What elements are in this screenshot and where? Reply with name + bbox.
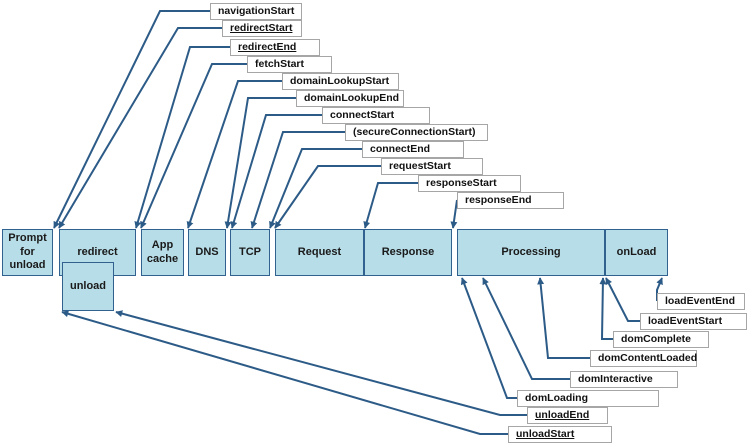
phase-onload: onLoad xyxy=(605,229,668,276)
arrow-navigationStart xyxy=(53,10,210,229)
phase-request: Request xyxy=(275,229,364,276)
phase-tcp: TCP xyxy=(230,229,270,276)
label-load-event-start: loadEventStart xyxy=(640,313,747,330)
arrow-loadEventStart xyxy=(605,277,640,322)
arrow-requestStart xyxy=(274,165,381,229)
arrow-domLoading xyxy=(460,277,517,399)
arrow-redirectStart xyxy=(58,27,222,229)
label-navigation-start: navigationStart xyxy=(210,3,302,20)
arrow-secureConnectionStart xyxy=(250,131,345,229)
arrow-responseStart xyxy=(363,182,418,229)
phase-response: Response xyxy=(364,229,452,276)
label-dom-interactive: domInteractive xyxy=(570,371,678,388)
arrow-fetchStart xyxy=(140,63,247,229)
label-load-event-end: loadEventEnd xyxy=(657,293,745,310)
label-secure-connection-start: (secureConnectionStart) xyxy=(345,124,488,141)
label-request-start: requestStart xyxy=(381,158,483,175)
arrow-connectEnd xyxy=(269,148,362,229)
label-dom-complete: domComplete xyxy=(613,331,709,348)
label-dom-loading: domLoading xyxy=(517,390,659,407)
arrow-domInteractive xyxy=(482,277,570,380)
label-response-end: responseEnd xyxy=(457,192,564,209)
label-unload-start: unloadStart xyxy=(508,426,612,443)
arrow-connectStart xyxy=(230,114,322,229)
arrow-domainLookupEnd xyxy=(224,97,296,229)
arrow-responseEnd xyxy=(450,199,458,229)
label-fetch-start: fetchStart xyxy=(247,56,332,73)
label-domain-lookup-start: domainLookupStart xyxy=(282,73,399,90)
label-dom-content-loaded: domContentLoaded xyxy=(590,350,697,367)
arrow-domContentLoaded xyxy=(537,277,590,359)
label-domain-lookup-end: domainLookupEnd xyxy=(296,90,404,107)
arrow-domainLookupStart xyxy=(186,80,282,229)
label-connect-end: connectEnd xyxy=(362,141,464,158)
arrow-unloadStart xyxy=(61,310,508,435)
label-unload-end: unloadEnd xyxy=(527,407,608,424)
arrow-domComplete xyxy=(599,277,613,340)
label-connect-start: connectStart xyxy=(322,107,430,124)
label-redirect-end: redirectEnd xyxy=(230,39,320,56)
phase-processing: Processing xyxy=(457,229,605,276)
phase-unload: unload xyxy=(62,262,114,311)
phase-dns: DNS xyxy=(188,229,226,276)
label-redirect-start: redirectStart xyxy=(222,20,302,37)
arrow-redirectEnd xyxy=(134,46,230,229)
label-response-start: responseStart xyxy=(418,175,521,192)
arrow-unloadEnd xyxy=(115,310,527,416)
